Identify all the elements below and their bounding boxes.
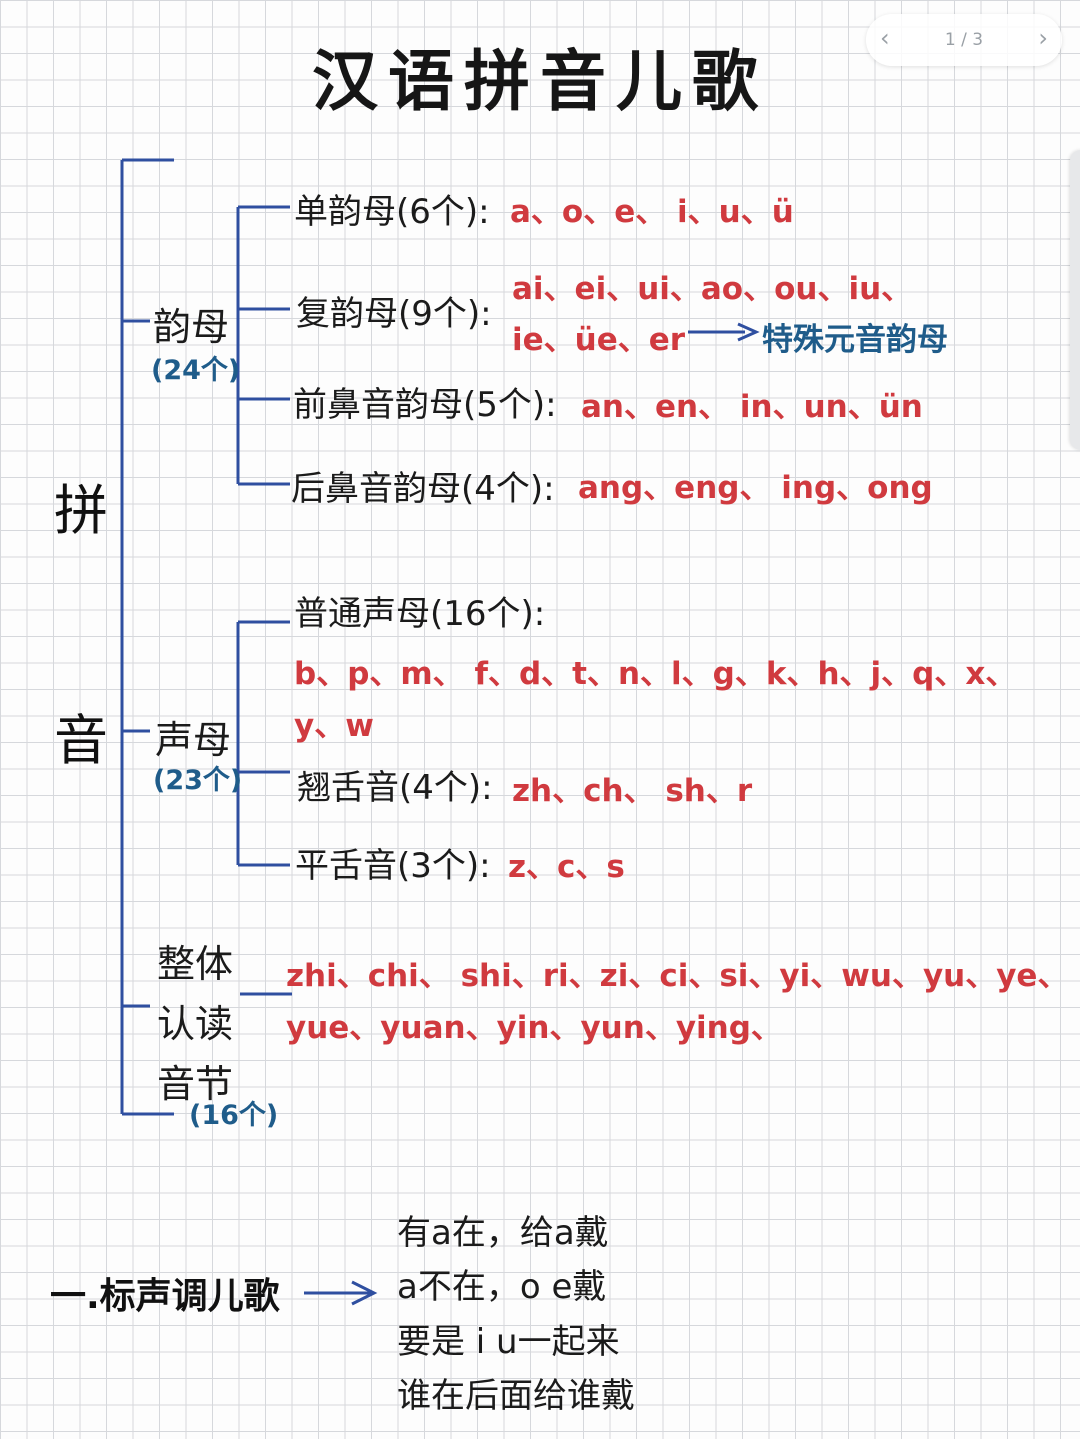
common-initials-label: 普通声母(16个):: [294, 594, 546, 634]
tone-song-title: 一.标声调儿歌: [50, 1276, 280, 1317]
front-nasal-label: 前鼻音韵母(5个):: [293, 385, 557, 425]
tone-song-line: 有a在，给a戴: [397, 1213, 609, 1253]
initials-label: 声母: [155, 718, 232, 762]
root-char-pin: 拼: [54, 479, 108, 542]
initials-count: (23个): [153, 765, 243, 796]
page-title: 汉语拼音儿歌: [312, 43, 768, 120]
scroll-handle[interactable]: [1070, 150, 1080, 450]
page-number: 1 / 3: [944, 30, 984, 50]
syllables-label-line1: 整体: [157, 942, 234, 986]
flat-tongue-values: z、c、s: [508, 849, 625, 885]
special-vowel-note: 特殊元音韵母: [762, 322, 948, 358]
syllables-count: (16个): [189, 1100, 279, 1131]
finals-count: (24个): [151, 355, 241, 386]
syllables-values-line1: zhi、chi、 shi、ri、zi、ci、si、yi、wu、yu、ye、: [286, 958, 1069, 994]
compound-finals-label: 复韵母(9个):: [296, 294, 492, 334]
flat-tongue-label: 平舌音(3个):: [295, 846, 491, 886]
retroflex-label: 翘舌音(4个):: [297, 768, 493, 808]
syllables-label-line2: 认读: [157, 1002, 234, 1046]
tone-song-line: 谁在后面给谁戴: [397, 1376, 635, 1416]
tone-song-line: a不在，o e戴: [397, 1267, 607, 1307]
page-indicator: ‹ 1 / 3 ›: [866, 14, 1062, 66]
syllables-values-line2: yue、yuan、yin、yun、ying、: [286, 1010, 782, 1046]
syllables-label-line3: 音节: [157, 1062, 234, 1106]
chevron-left-icon[interactable]: ‹: [880, 24, 890, 52]
single-finals-values: a、o、e、 i、u、ü: [510, 194, 794, 230]
compound-finals-line2: ie、üe、er: [512, 322, 686, 358]
back-nasal-label: 后鼻音韵母(4个):: [291, 469, 555, 509]
common-initials-line1: b、p、m、 f、d、t、n、l、g、k、h、j、q、x、: [294, 656, 1017, 692]
compound-finals-line1: ai、ei、ui、ao、ou、iu、: [512, 271, 913, 307]
chevron-right-icon[interactable]: ›: [1038, 24, 1048, 52]
back-nasal-values: ang、eng、 ing、ong: [578, 470, 933, 506]
single-finals-label: 单韵母(6个):: [294, 192, 490, 232]
tone-song-line: 要是 i u一起来: [397, 1322, 620, 1362]
finals-label: 韵母: [153, 305, 230, 349]
root-char-yin: 音: [54, 709, 108, 772]
er-arrow-head: [737, 322, 760, 342]
song-arrow-head: [351, 1280, 378, 1306]
common-initials-line2: y、w: [294, 708, 374, 744]
front-nasal-values: an、en、 in、un、ün: [581, 389, 923, 425]
retroflex-values: zh、ch、 sh、r: [512, 773, 753, 809]
